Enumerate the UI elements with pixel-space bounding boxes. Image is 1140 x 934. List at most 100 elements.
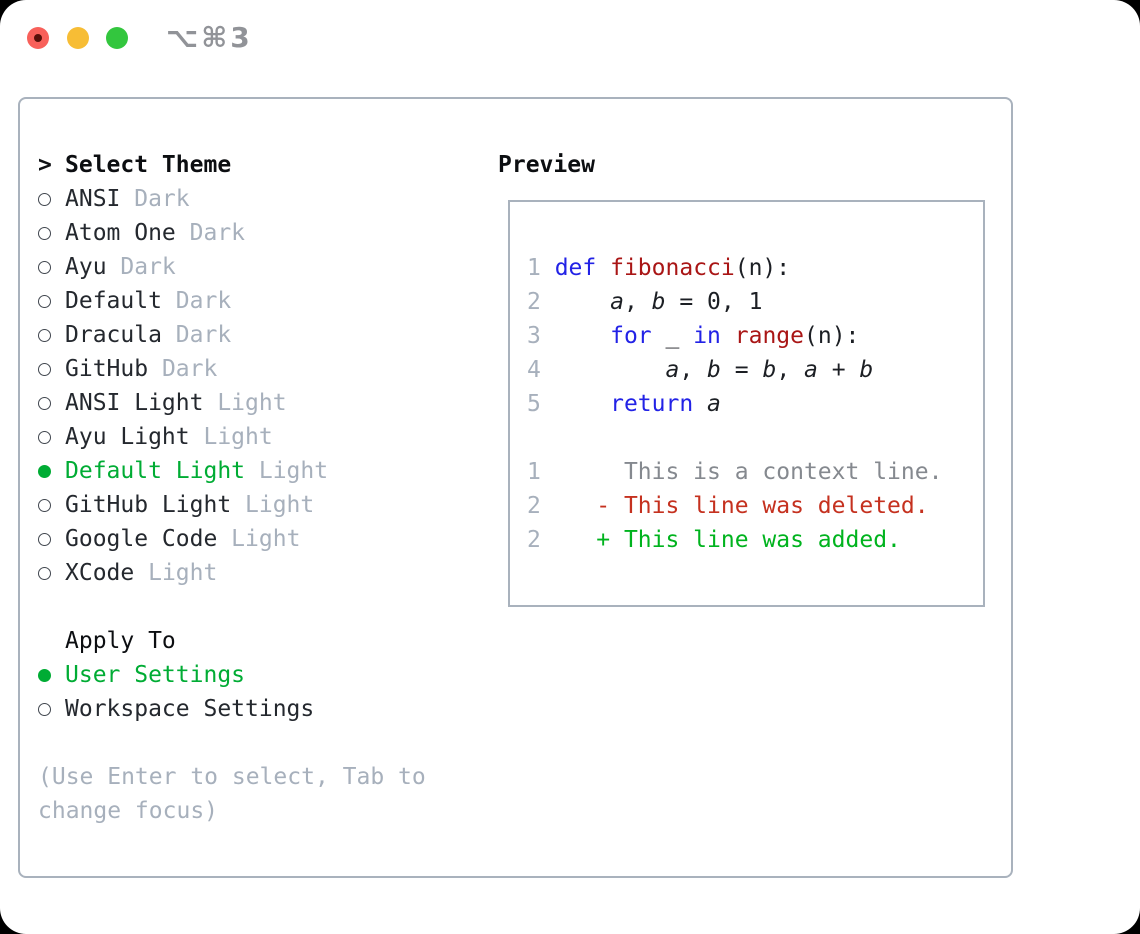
- theme-variant: Light: [203, 390, 287, 416]
- theme-option[interactable]: XCode Light: [38, 556, 458, 590]
- radio-circle-icon: [38, 294, 51, 308]
- theme-name: Ayu: [65, 254, 107, 280]
- theme-option[interactable]: Ayu Light Light: [38, 420, 458, 454]
- theme-option[interactable]: Google Code Light: [38, 522, 458, 556]
- code-line: 2 - This line was deleted.: [527, 489, 975, 523]
- theme-variant: Dark: [120, 186, 190, 212]
- radio-unselected-icon: [38, 216, 65, 250]
- code-segment-fn: fibonacci: [610, 255, 735, 281]
- code-segment-vr: b: [707, 357, 721, 383]
- apply-to-indent: [38, 624, 65, 658]
- radio-unselected-icon: [38, 522, 65, 556]
- code-line: 2 a, b = 0, 1: [527, 285, 975, 319]
- radio-circle-icon: [38, 226, 51, 240]
- theme-option[interactable]: ANSI Dark: [38, 182, 458, 216]
- cursor-icon: >: [38, 152, 52, 178]
- code-segment-vr: a: [665, 357, 680, 383]
- theme-variant: Dark: [106, 254, 176, 280]
- theme-option[interactable]: ANSI Light Light: [38, 386, 458, 420]
- theme-name: Dracula: [65, 322, 162, 348]
- code-line: 1 This is a context line.: [527, 455, 975, 489]
- code-segment-fn: range: [734, 323, 804, 349]
- radio-unselected-icon: [38, 386, 65, 420]
- code-line: 4 a, b = b, a + b: [527, 353, 975, 387]
- radio-circle-icon: [38, 328, 51, 342]
- code-segment-pl: ,: [679, 357, 708, 383]
- spacer: [38, 590, 458, 624]
- theme-name: Default: [65, 288, 162, 314]
- theme-option[interactable]: Default Dark: [38, 284, 458, 318]
- code-segment-vr: a: [804, 357, 818, 383]
- preview-column: Preview 1 def fibonacci(n):2 a, b = 0, 1…: [498, 148, 985, 607]
- theme-name: ANSI: [65, 186, 121, 212]
- theme-name: Google Code: [65, 526, 218, 552]
- code-segment-vr: b: [651, 289, 666, 315]
- apply-to-header: Apply To: [38, 624, 458, 658]
- select-theme-header: > Select Theme: [38, 148, 458, 182]
- theme-variant: Dark: [148, 356, 218, 382]
- code-segment-pl: _: [651, 323, 694, 349]
- help-text: (Use Enter to select, Tab to change focu…: [38, 764, 426, 824]
- apply-to-option[interactable]: User Settings: [38, 658, 458, 692]
- apply-to-option[interactable]: Workspace Settings: [38, 692, 458, 726]
- zoom-button[interactable]: [106, 27, 128, 49]
- code-segment-del: - This line was deleted.: [540, 493, 929, 519]
- code-segment-kw: def: [554, 255, 597, 281]
- radio-unselected-icon: [38, 352, 65, 386]
- theme-variant: Light: [189, 424, 273, 450]
- radio-circle-icon: [38, 192, 51, 206]
- code-blank-line: [527, 421, 975, 455]
- close-button[interactable]: [27, 27, 49, 49]
- radio-unselected-icon: [38, 250, 65, 284]
- code-segment-num: 5: [527, 391, 555, 417]
- radio-unselected-icon: [38, 182, 65, 216]
- code-segment-ctx: This is a context line.: [540, 459, 943, 485]
- code-segment-pl: =: [720, 357, 763, 383]
- theme-variant: Light: [231, 492, 315, 518]
- theme-option[interactable]: Atom One Dark: [38, 216, 458, 250]
- code-segment-num: 1: [527, 459, 541, 485]
- theme-variant: Light: [217, 526, 301, 552]
- theme-name: XCode: [65, 560, 135, 586]
- radio-circle-icon: [38, 668, 51, 682]
- theme-name: GitHub: [65, 356, 149, 382]
- code-segment-num: 4: [527, 357, 555, 383]
- radio-circle-icon: [38, 362, 51, 376]
- radio-circle-icon: [38, 532, 51, 546]
- preview-header: Preview: [498, 148, 985, 182]
- theme-option[interactable]: Ayu Dark: [38, 250, 458, 284]
- code-segment-pl: [693, 391, 707, 417]
- theme-option[interactable]: GitHub Dark: [38, 352, 458, 386]
- code-segment-num: 1: [527, 255, 555, 281]
- select-theme-title: Select Theme: [65, 152, 232, 178]
- code-segment-add: + This line was added.: [540, 527, 901, 553]
- code-segment-vr: b: [859, 357, 874, 383]
- theme-name: ANSI Light: [65, 390, 204, 416]
- code-segment-pl: [721, 323, 735, 349]
- theme-option[interactable]: Dracula Dark: [38, 318, 458, 352]
- code-segment-kw: in: [693, 323, 721, 349]
- radio-selected-icon: [38, 454, 65, 488]
- code-segment-kw: return: [610, 391, 694, 417]
- radio-unselected-icon: [38, 488, 65, 522]
- radio-selected-icon: [38, 658, 65, 692]
- code-segment-vr: a: [610, 289, 624, 315]
- theme-name: Ayu Light: [65, 424, 190, 450]
- radio-unselected-icon: [38, 284, 65, 318]
- radio-unselected-icon: [38, 556, 65, 590]
- minimize-button[interactable]: [67, 27, 89, 49]
- radio-circle-icon: [38, 566, 51, 580]
- code-segment-num: 2: [527, 527, 541, 553]
- code-segment-pl: (n):: [734, 255, 791, 281]
- spacer: [38, 726, 458, 760]
- code-segment-pl: (n):: [804, 323, 860, 349]
- theme-name: GitHub Light: [65, 492, 232, 518]
- theme-option[interactable]: GitHub Light Light: [38, 488, 458, 522]
- code-segment-pl: [555, 289, 610, 315]
- theme-option[interactable]: Default Light Light: [38, 454, 458, 488]
